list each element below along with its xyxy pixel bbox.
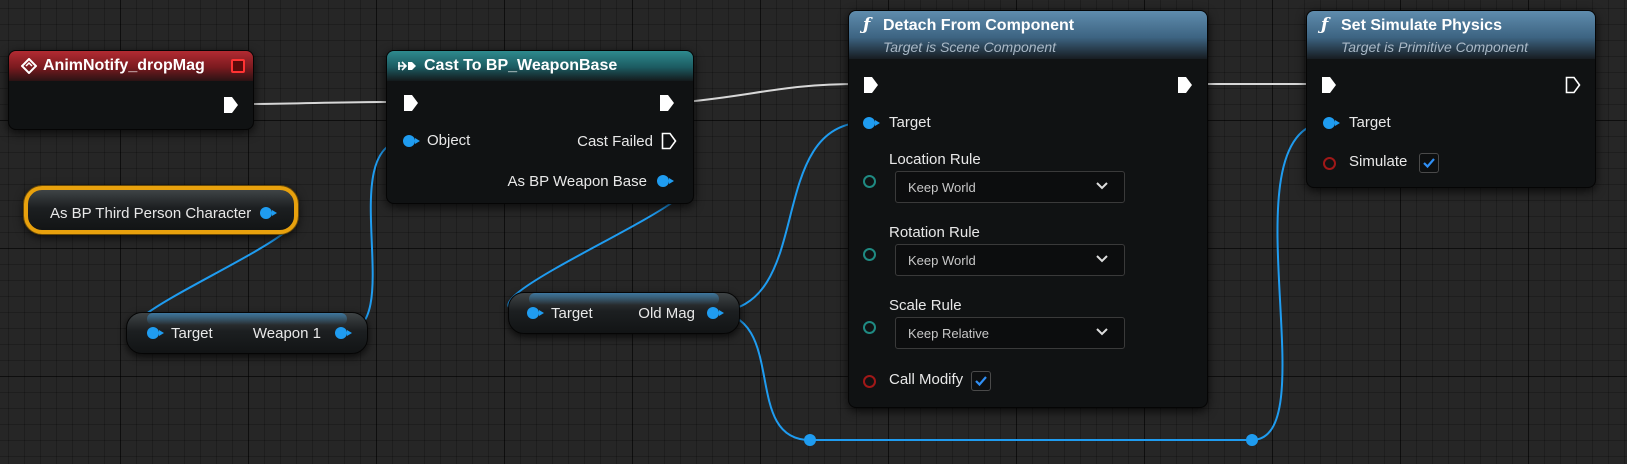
scale-rule-value: Keep Relative — [908, 326, 989, 341]
simulate-node-subtitle: Target is Primitive Component — [1341, 39, 1529, 55]
detach-rotation-rule-pin[interactable] — [863, 248, 876, 261]
simulate-checkbox[interactable] — [1419, 153, 1439, 173]
function-icon: ƒ — [863, 15, 871, 35]
simulate-exec-out-pin[interactable] — [1565, 76, 1581, 94]
detach-from-component-node[interactable]: ƒ Detach From Component Target is Scene … — [848, 10, 1208, 408]
simulate-node-header: ƒ Set Simulate Physics Target is Primiti… — [1307, 11, 1595, 59]
third-person-character-pin[interactable] — [260, 207, 277, 219]
chevron-down-icon — [1096, 328, 1108, 336]
detach-call-modify-label: Call Modify — [889, 371, 964, 388]
cast-failed-label: Cast Failed — [577, 133, 653, 150]
event-node-anim-notify[interactable]: AnimNotify_dropMag — [8, 50, 254, 130]
simulate-target-pin[interactable] — [1323, 117, 1340, 129]
cast-node-title: Cast To BP_WeaponBase — [424, 57, 618, 74]
weapon1-output-pin[interactable] — [335, 327, 352, 339]
cast-as-weapon-pin[interactable] — [657, 175, 674, 187]
simulate-target-label: Target — [1349, 114, 1391, 131]
cast-exec-in-pin[interactable] — [403, 94, 419, 112]
detach-exec-in-pin[interactable] — [863, 76, 879, 94]
old-mag-getter-node[interactable]: Target Old Mag — [508, 292, 740, 334]
cast-object-pin[interactable] — [403, 135, 420, 147]
weapon1-target-pin[interactable] — [147, 327, 164, 339]
location-rule-value: Keep World — [908, 180, 976, 195]
simulate-exec-in-pin[interactable] — [1321, 76, 1337, 94]
delegate-square-icon[interactable] — [231, 59, 245, 73]
set-simulate-physics-node[interactable]: ƒ Set Simulate Physics Target is Primiti… — [1306, 10, 1596, 188]
detach-rotation-rule-label: Rotation Rule — [889, 224, 980, 241]
simulate-bool-pin[interactable] — [1323, 157, 1336, 170]
cast-failed-exec-pin[interactable] — [661, 132, 677, 150]
old-mag-output-label: Old Mag — [638, 305, 695, 322]
weapon1-target-label: Target — [171, 325, 213, 342]
detach-location-rule-pin[interactable] — [863, 175, 876, 188]
detach-node-subtitle: Target is Scene Component — [883, 39, 1057, 55]
cast-node-header: Cast To BP_WeaponBase — [387, 51, 693, 81]
weapon1-output-label: Weapon 1 — [252, 325, 321, 342]
detach-scale-rule-label: Scale Rule — [889, 297, 962, 314]
cast-as-weapon-label: As BP Weapon Base — [507, 173, 647, 190]
reroute-node-left[interactable] — [804, 434, 816, 446]
function-icon: ƒ — [1321, 15, 1329, 35]
detach-call-modify-pin[interactable] — [863, 375, 876, 388]
wire-oldmag-to-detach-target — [711, 121, 869, 313]
event-node-title: AnimNotify_dropMag — [43, 57, 205, 74]
third-person-character-label: As BP Third Person Character — [50, 205, 252, 222]
wire-reroute-to-simulate-target — [1251, 121, 1331, 441]
cast-exec-out-pin[interactable] — [659, 94, 675, 112]
location-rule-select[interactable]: Keep World — [895, 171, 1125, 203]
cast-arrows-icon — [397, 59, 419, 78]
cast-node-weapon-base[interactable]: Cast To BP_WeaponBase Object Cast Failed… — [386, 50, 694, 204]
scale-rule-select[interactable]: Keep Relative — [895, 317, 1125, 349]
weapon1-getter-node[interactable]: Target Weapon 1 — [126, 312, 368, 354]
event-node-header: AnimNotify_dropMag — [9, 51, 253, 81]
checkmark-icon — [1423, 158, 1435, 169]
old-mag-output-pin[interactable] — [707, 307, 724, 319]
detach-location-rule-label: Location Rule — [889, 151, 981, 168]
simulate-node-title: Set Simulate Physics — [1341, 17, 1502, 34]
checkmark-icon — [975, 376, 987, 387]
event-diamond-icon — [20, 57, 38, 79]
third-person-character-node[interactable]: As BP Third Person Character — [24, 186, 298, 234]
detach-node-header: ƒ Detach From Component Target is Scene … — [849, 11, 1207, 59]
detach-target-label: Target — [889, 114, 931, 131]
detach-scale-rule-pin[interactable] — [863, 321, 876, 334]
rotation-rule-select[interactable]: Keep World — [895, 244, 1125, 276]
exec-out-pin[interactable] — [223, 96, 239, 114]
exec-wire-cast-to-detach — [683, 83, 863, 103]
old-mag-target-pin[interactable] — [527, 307, 544, 319]
old-mag-target-label: Target — [551, 305, 593, 322]
detach-target-pin[interactable] — [863, 117, 880, 129]
chevron-down-icon — [1096, 182, 1108, 190]
simulate-label: Simulate — [1349, 153, 1408, 170]
call-modify-checkbox[interactable] — [971, 371, 991, 391]
chevron-down-icon — [1096, 255, 1108, 263]
reroute-node-right[interactable] — [1246, 434, 1258, 446]
exec-wire-event-to-cast — [239, 101, 393, 105]
detach-node-title: Detach From Component — [883, 17, 1075, 34]
cast-object-label: Object — [427, 132, 471, 149]
rotation-rule-value: Keep World — [908, 253, 976, 268]
detach-exec-out-pin[interactable] — [1177, 76, 1193, 94]
